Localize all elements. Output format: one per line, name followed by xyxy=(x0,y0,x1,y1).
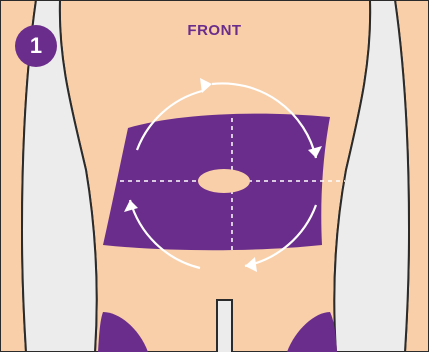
belly-button-area xyxy=(198,169,250,193)
view-label: FRONT xyxy=(0,22,429,39)
